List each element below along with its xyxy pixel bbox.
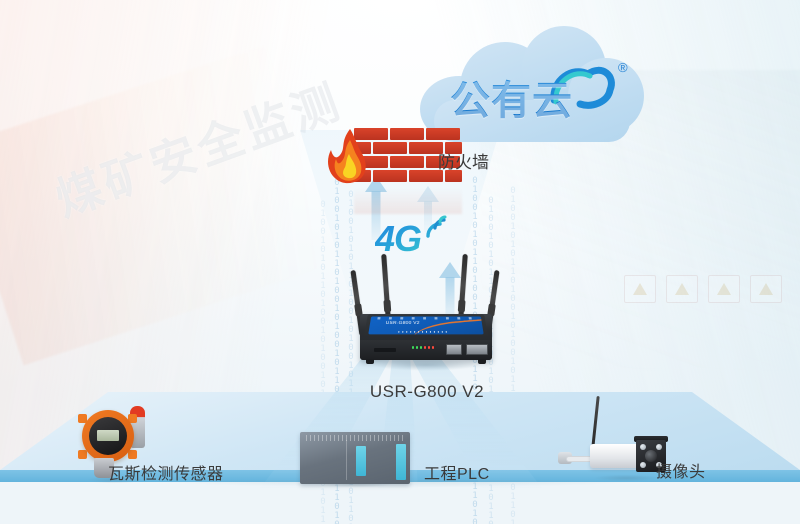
serial-port <box>446 344 462 355</box>
plc-label: 工程PLC <box>424 466 490 483</box>
flame-icon <box>328 129 366 184</box>
gas-sensor-housing <box>82 410 134 462</box>
binary-texture: 0100101011010010100101101001010010110100… <box>318 200 328 524</box>
binary-texture: 0100101011010010100101101001010010110100… <box>508 186 518 524</box>
camera-sunshade <box>634 436 668 442</box>
router-model-print: USR-G800 V2 <box>385 320 420 326</box>
warning-triangle-icon <box>708 275 740 303</box>
firewall-node: 防火墙 <box>326 126 526 214</box>
uplink-arrow <box>438 262 462 320</box>
router-front-panel <box>360 340 492 364</box>
warning-triangle-icon <box>666 275 698 303</box>
plc-vent <box>306 435 404 441</box>
router-branding-panel: USR-G800 V2 <box>368 316 484 335</box>
background-warning-signs <box>624 275 782 303</box>
cloud-swoosh-icon <box>550 66 615 109</box>
gas-sensor-label: 瓦斯检测传感器 <box>108 466 224 483</box>
camera-lens-icon <box>645 450 657 462</box>
plc-module-indicator <box>356 446 366 476</box>
registered-mark-icon: ® <box>618 60 628 75</box>
gas-sensor-display <box>97 430 119 441</box>
plc-shadow <box>302 480 410 488</box>
camera-label: 摄像头 <box>656 464 706 481</box>
gas-sensor-face <box>89 417 127 455</box>
camera-body <box>590 444 644 468</box>
router-model-label: USR-G800 V2 <box>369 382 485 401</box>
platform-shadow <box>40 480 760 498</box>
camera-lens-housing <box>636 440 666 472</box>
gas-sensor-probe <box>94 458 114 478</box>
plc-housing <box>300 432 410 484</box>
warning-triangle-icon <box>750 275 782 303</box>
plc-device <box>300 432 410 484</box>
plc-module-indicator <box>396 444 406 480</box>
cloud-label: 公有云 <box>450 68 573 126</box>
firewall-reflection <box>354 188 462 214</box>
uplink-arrow <box>417 186 439 232</box>
status-leds <box>412 346 434 349</box>
network-tech-label: 4G <box>375 218 422 259</box>
firewall-label: 防火墙 <box>438 153 489 172</box>
gas-sensor-shadow <box>76 476 152 484</box>
gas-sensor-device <box>72 402 158 480</box>
camera-shadow <box>580 474 672 482</box>
brick-wall-icon <box>354 128 462 186</box>
warning-triangle-icon <box>624 275 656 303</box>
sim-slot <box>374 348 396 352</box>
wifi-signal-icon <box>426 215 447 238</box>
network-tech-badge: 4G <box>375 215 455 264</box>
router-top-panel: USR-G800 V2 <box>364 314 488 336</box>
router-shadow <box>352 358 500 372</box>
camera-device <box>558 395 682 484</box>
serial-port <box>466 344 488 355</box>
router-device: USR-G800 V2 <box>350 248 502 373</box>
public-cloud: 公有云 ® <box>418 22 646 142</box>
